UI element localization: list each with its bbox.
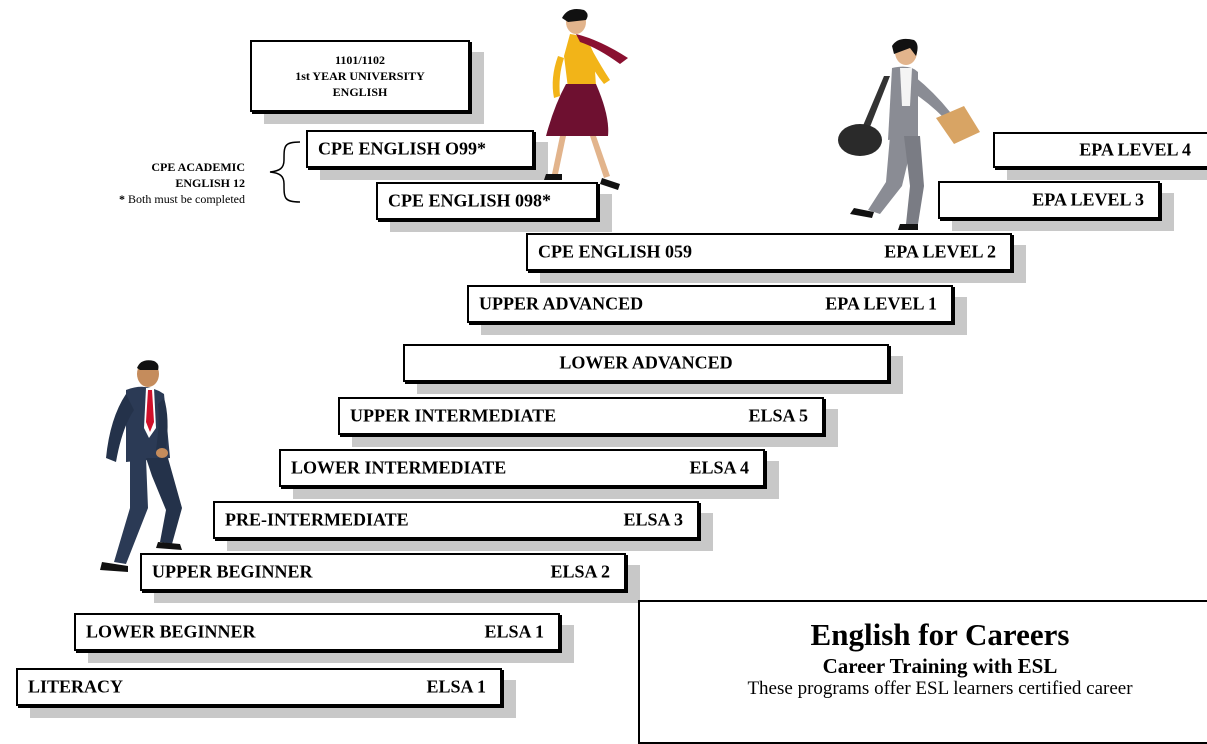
step-level: ELSA 4 xyxy=(689,457,749,478)
curly-brace-icon xyxy=(269,141,301,203)
step-literacy: LITERACY ELSA 1 xyxy=(16,668,516,718)
step-lower-advanced: LOWER ADVANCED xyxy=(403,344,903,394)
businesswoman-walking-icon xyxy=(544,9,628,190)
panel-title: English for Careers xyxy=(810,617,1070,652)
businessman-climbing-icon xyxy=(100,360,182,572)
step-level: ELSA 3 xyxy=(623,509,683,530)
step-cpe-english-098: CPE ENGLISH 098* xyxy=(376,182,612,232)
step-label: LOWER INTERMEDIATE xyxy=(291,457,507,478)
step-box: UPPER INTERMEDIATE ELSA 5 xyxy=(338,397,824,435)
step-upper-beginner: UPPER BEGINNER ELSA 2 xyxy=(140,553,640,603)
english-for-careers-panel: English for Careers Career Training with… xyxy=(638,600,1207,744)
step-level: ELSA 1 xyxy=(426,676,486,697)
step-box: CPE ENGLISH 059 EPA LEVEL 2 xyxy=(526,233,1012,271)
note-star: * xyxy=(119,192,126,206)
step-label: PRE-INTERMEDIATE xyxy=(225,509,409,530)
step-label: CPE ENGLISH 098* xyxy=(388,190,552,211)
step-lower-beginner: LOWER BEGINNER ELSA 1 xyxy=(74,613,574,663)
step-label: LOWER ADVANCED xyxy=(559,352,733,373)
step-box: PRE-INTERMEDIATE ELSA 3 xyxy=(213,501,699,539)
panel-subtitle: Career Training with ESL xyxy=(822,654,1058,678)
step-upper-advanced: UPPER ADVANCED EPA LEVEL 1 xyxy=(467,285,967,335)
step-box: LOWER ADVANCED xyxy=(403,344,889,382)
step-level: EPA LEVEL 2 xyxy=(884,241,996,262)
note-line-1: CPE ACADEMIC xyxy=(151,160,245,174)
step-box: UPPER BEGINNER ELSA 2 xyxy=(140,553,626,591)
step-box: UPPER ADVANCED EPA LEVEL 1 xyxy=(467,285,953,323)
step-box: LOWER BEGINNER ELSA 1 xyxy=(74,613,560,651)
step-level: EPA LEVEL 4 xyxy=(1079,139,1191,160)
step-label: UPPER INTERMEDIATE xyxy=(350,405,557,426)
university-line-2: 1st YEAR UNIVERSITY xyxy=(295,69,425,83)
step-lower-intermediate: LOWER INTERMEDIATE ELSA 4 xyxy=(279,449,779,499)
step-level: EPA LEVEL 3 xyxy=(1032,189,1144,210)
step-label: UPPER ADVANCED xyxy=(479,293,644,314)
step-label: LOWER BEGINNER xyxy=(86,621,256,642)
step-box: EPA LEVEL 4 xyxy=(993,132,1207,168)
university-line-1: 1101/1102 xyxy=(334,53,385,67)
step-box: 1101/1102 1st YEAR UNIVERSITY ENGLISH xyxy=(250,40,470,112)
step-box: EPA LEVEL 3 xyxy=(938,181,1160,219)
step-label: CPE ENGLISH O99* xyxy=(318,138,487,159)
step-epa-level-4: EPA LEVEL 4 xyxy=(993,132,1207,180)
step-level: ELSA 2 xyxy=(550,561,610,582)
step-label: LITERACY xyxy=(28,676,124,697)
cpe-academic-note: CPE ACADEMIC ENGLISH 12 * Both must be c… xyxy=(40,159,245,207)
panel-text: These programs offer ESL learners certif… xyxy=(747,678,1133,699)
note-line-2: ENGLISH 12 xyxy=(175,176,245,190)
step-upper-intermediate: UPPER INTERMEDIATE ELSA 5 xyxy=(338,397,838,447)
step-label: CPE ENGLISH 059 xyxy=(538,241,693,262)
step-cpe-english-059: CPE ENGLISH 059 EPA LEVEL 2 xyxy=(526,233,1026,283)
step-pre-intermediate: PRE-INTERMEDIATE ELSA 3 xyxy=(213,501,713,551)
step-label: UPPER BEGINNER xyxy=(152,561,313,582)
step-box: CPE ENGLISH O99* xyxy=(306,130,534,168)
step-level: ELSA 1 xyxy=(484,621,544,642)
step-box: LITERACY ELSA 1 xyxy=(16,668,502,706)
step-box: LOWER INTERMEDIATE ELSA 4 xyxy=(279,449,765,487)
note-text: Both must be completed xyxy=(125,192,245,206)
step-level: EPA LEVEL 1 xyxy=(825,293,937,314)
university-line-3: ENGLISH xyxy=(332,85,388,99)
step-epa-level-3: EPA LEVEL 3 xyxy=(938,181,1174,231)
businesswoman-with-bag-icon xyxy=(838,38,980,230)
step-cpe-english-099: CPE ENGLISH O99* xyxy=(306,130,548,180)
step-university-english: 1101/1102 1st YEAR UNIVERSITY ENGLISH xyxy=(250,40,484,124)
step-level: ELSA 5 xyxy=(748,405,808,426)
step-box: CPE ENGLISH 098* xyxy=(376,182,598,220)
